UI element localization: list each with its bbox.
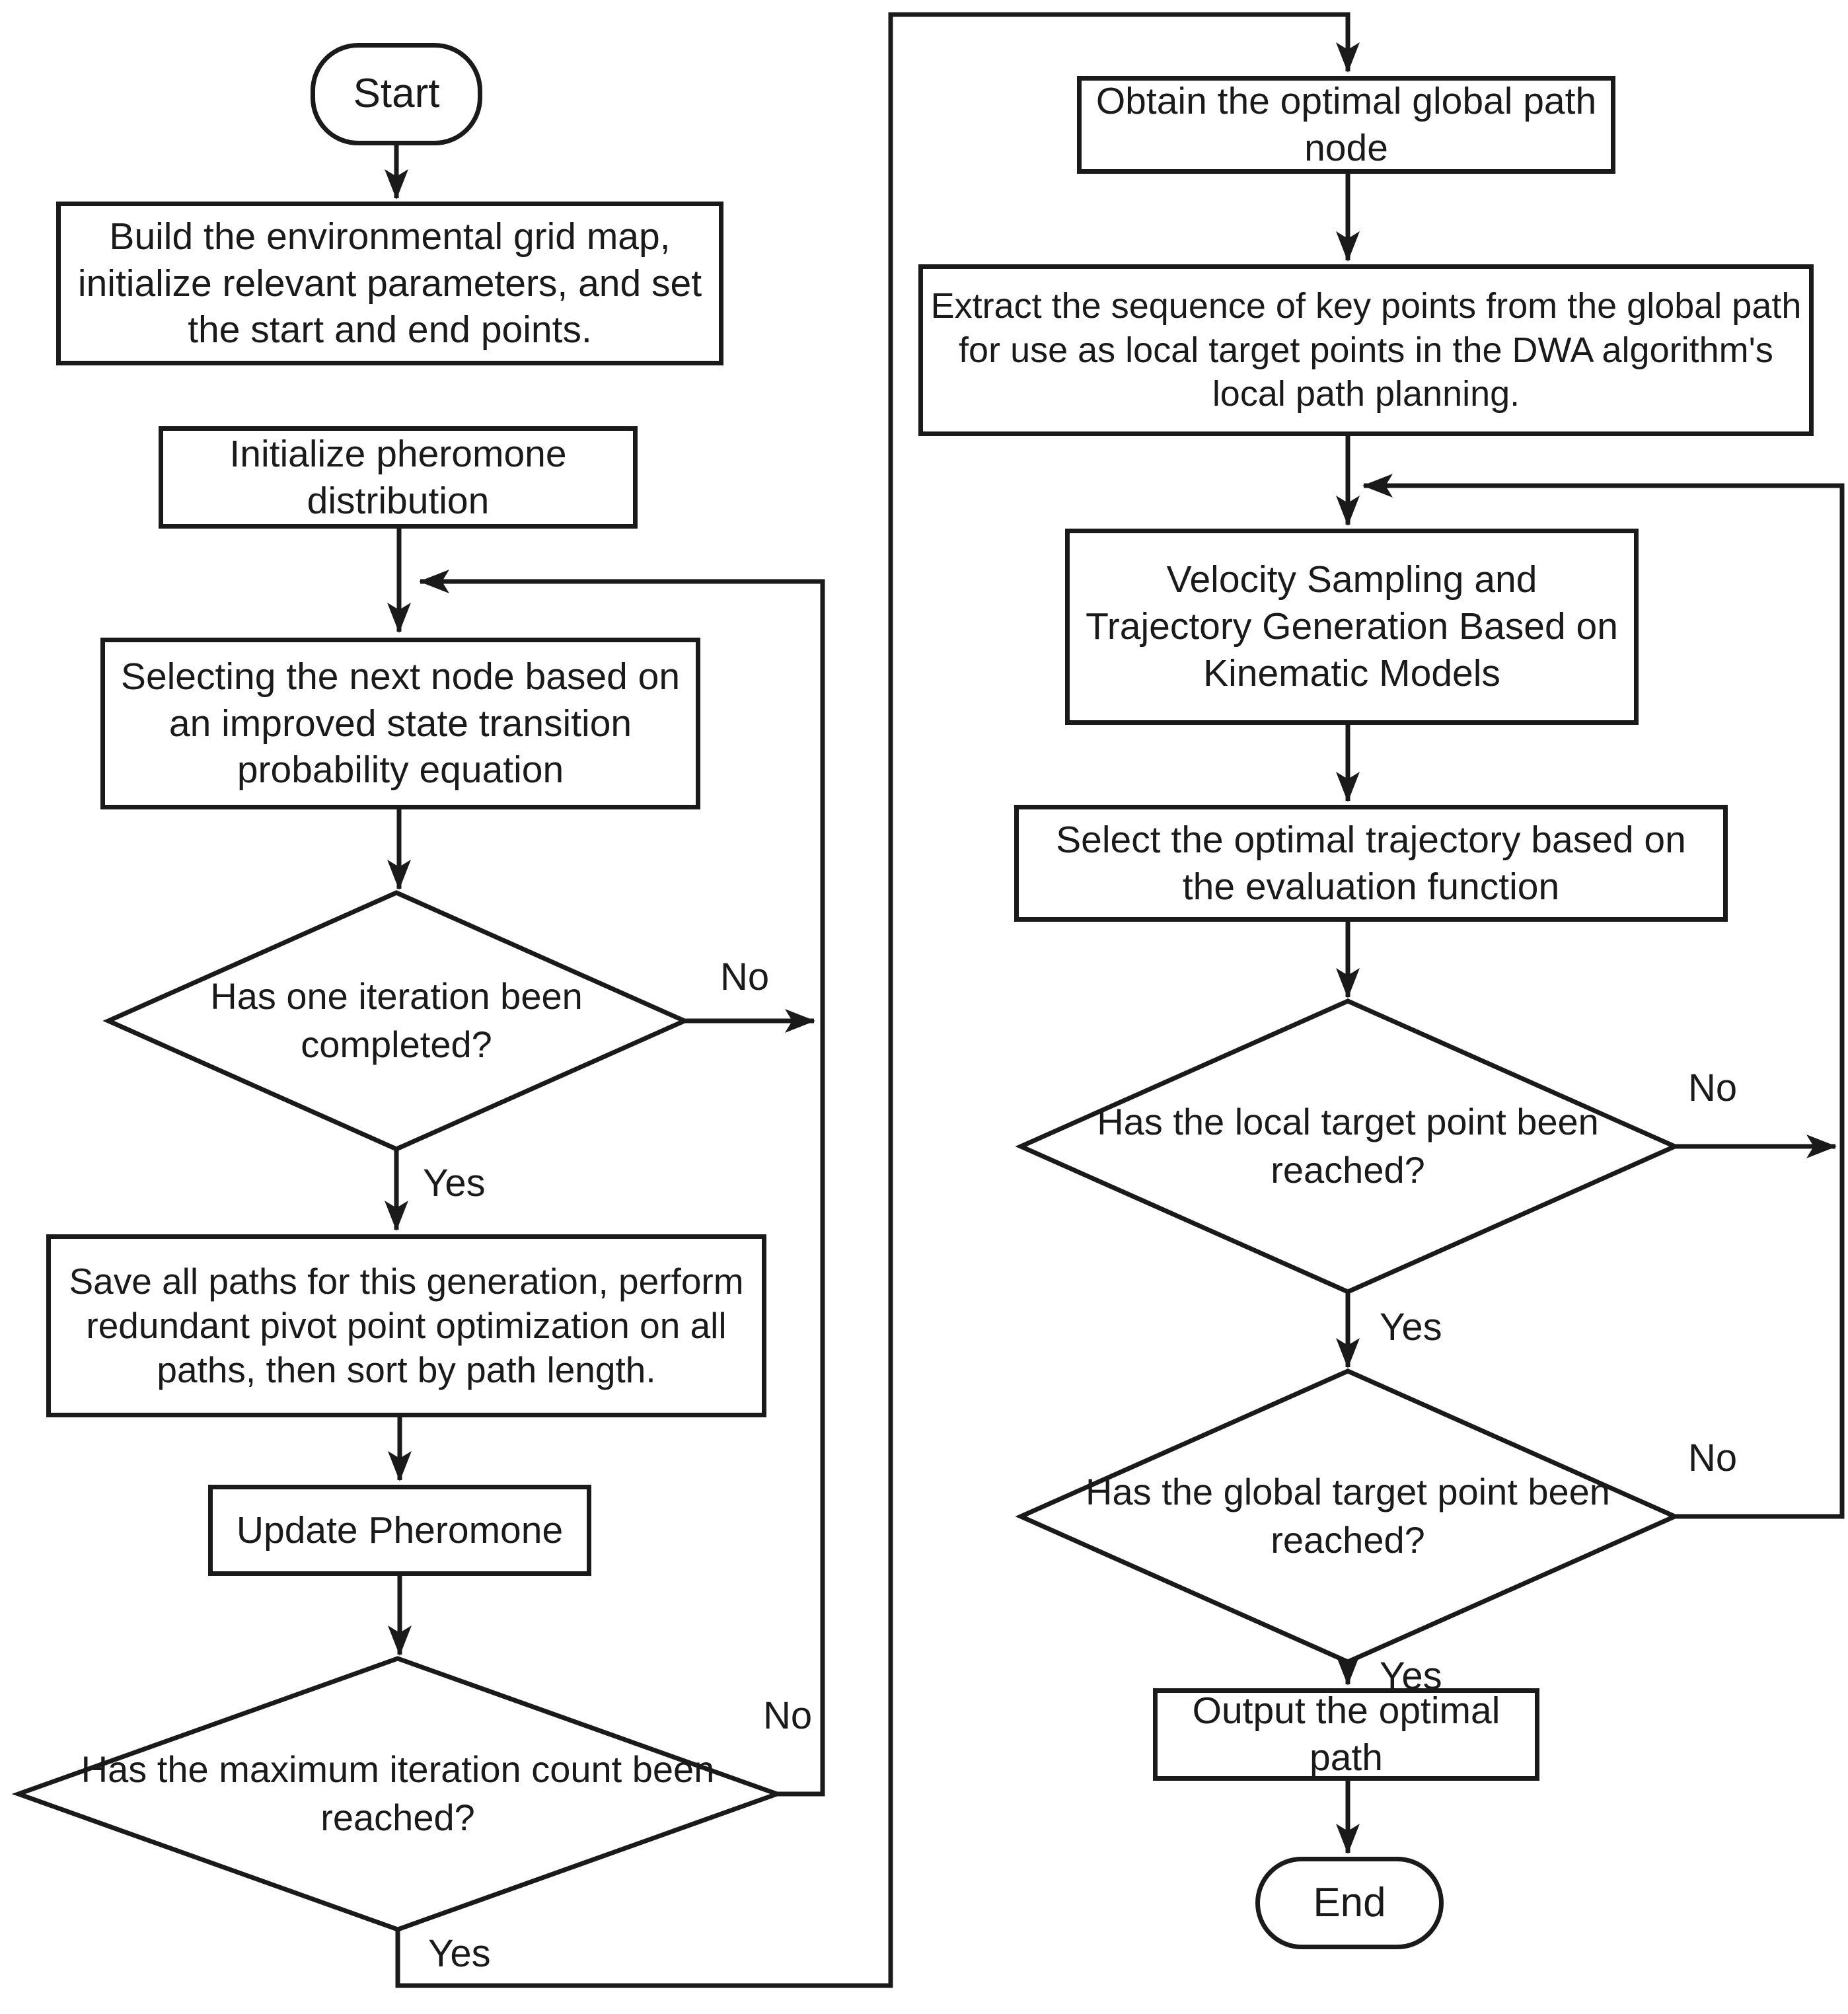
process-save-paths: Save all paths for this generation, perf… (46, 1234, 766, 1417)
edge-left-return-loop (419, 570, 825, 1797)
process-extract-key-points: Extract the sequence of key points from … (918, 264, 1814, 436)
edge-label-global-yes: Yes (1380, 1655, 1442, 1697)
process-output-path: Output the optimal path (1153, 1688, 1539, 1781)
edge-label-iteration-no: No (720, 955, 770, 998)
decision-max-iterations-shape (11, 1656, 784, 1932)
decision-global-target-label: Has the global target point been reached… (1086, 1471, 1610, 1561)
edge-label-local-no: No (1688, 1066, 1738, 1109)
process-build-grid-map: Build the environmental grid map, initia… (56, 202, 723, 365)
process-update-pheromone: Update Pheromone (208, 1485, 591, 1576)
edge-right-return-loop (1362, 474, 1845, 1519)
end-terminator: End (1255, 1857, 1444, 1949)
process-velocity-sampling: Velocity Sampling and Trajectory Generat… (1065, 529, 1639, 725)
decision-global-target-shape (1015, 1368, 1681, 1664)
process-obtain-global-path: Obtain the optimal global path node (1077, 76, 1615, 174)
edge-maxiter-yes-loop (395, 12, 1360, 1988)
decision-local-target-shape (1015, 998, 1681, 1294)
process-init-pheromone: Initialize pheromone distribution (159, 426, 638, 529)
edge-label-local-yes: Yes (1380, 1306, 1442, 1349)
decision-iteration-complete-label: Has one iteration been completed? (210, 975, 583, 1065)
edge-label-max-yes: Yes (428, 1932, 491, 1975)
edge-label-global-no: No (1688, 1436, 1738, 1479)
decision-max-iterations-label: Has the maximum iteration count been rea… (81, 1748, 715, 1838)
start-terminator: Start (311, 43, 482, 145)
edge-label-iteration-yes: Yes (423, 1162, 486, 1205)
edge-label-max-no: No (763, 1694, 813, 1737)
decision-iteration-complete-shape (102, 890, 690, 1152)
process-select-next-node: Selecting the next node based on an impr… (100, 638, 700, 809)
decision-local-target-label: Has the local target point been reached? (1097, 1101, 1599, 1191)
process-select-trajectory: Select the optimal trajectory based on t… (1014, 805, 1728, 922)
